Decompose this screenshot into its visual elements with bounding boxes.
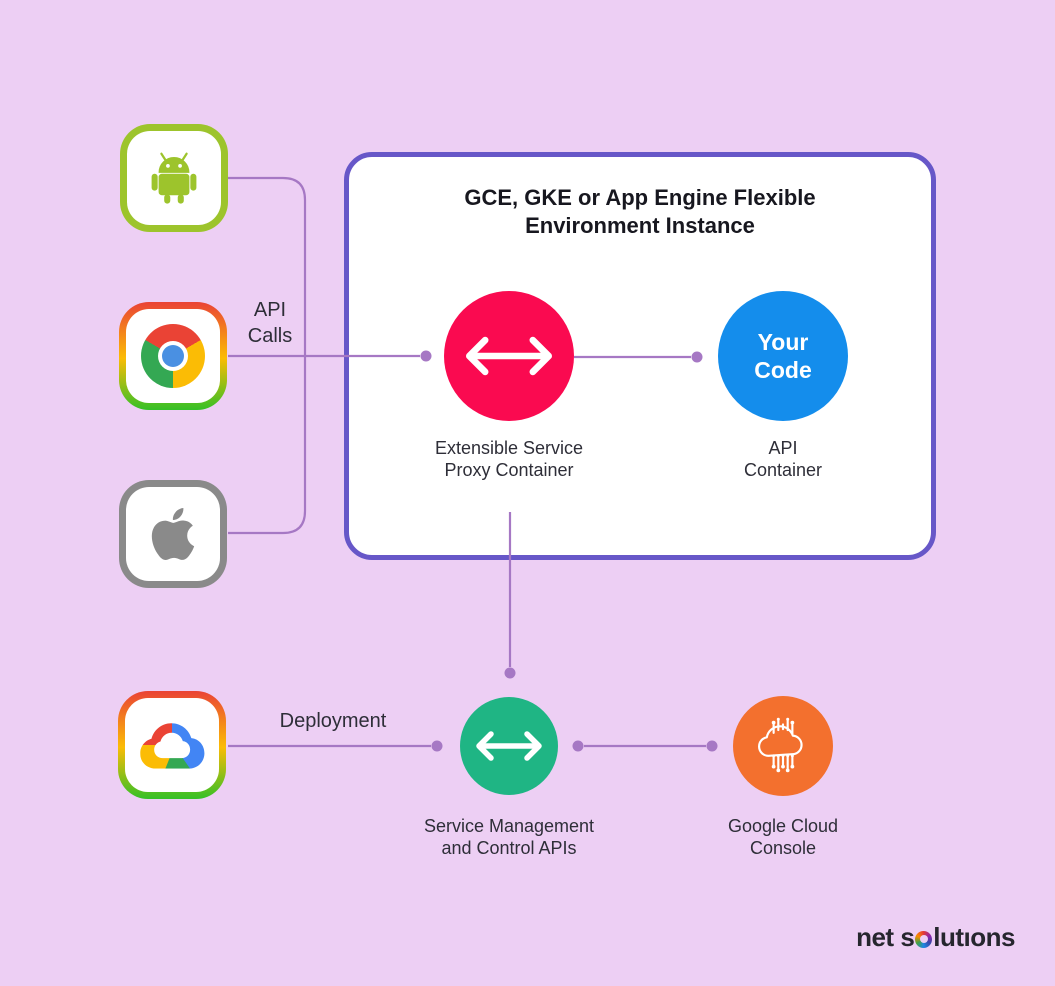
google-cloud-app-tile <box>118 691 226 799</box>
net-solutions-logo: net s lutıons <box>856 922 1015 953</box>
apple-logo-icon <box>151 508 195 560</box>
google-cloud-console-node <box>733 696 833 796</box>
google-cloud-icon <box>140 723 205 769</box>
smc-to-console-end-dot <box>706 740 718 752</box>
apple-tile-inner <box>126 487 220 581</box>
chrome-app-tile <box>119 302 227 410</box>
gcloud-to-smc-endpoint-dot <box>431 740 443 752</box>
smc-to-console-start-dot <box>572 740 584 752</box>
environment-box-title: GCE, GKE or App Engine Flexible Environm… <box>464 185 816 238</box>
api-calls-label: API Calls <box>247 299 293 347</box>
api-container-node: Your Code <box>718 291 848 421</box>
double-arrow-icon <box>476 731 542 761</box>
android-robot-icon <box>151 152 197 204</box>
chrome-icon-center <box>162 345 184 367</box>
android-tile-inner <box>127 131 221 225</box>
logo-text-suffix: lutıons <box>933 922 1015 952</box>
chrome-icon-ring <box>158 341 188 371</box>
api-container-caption: API Container <box>743 438 823 480</box>
android-app-tile <box>120 124 228 232</box>
service-management-node <box>460 697 558 795</box>
logo-text-prefix: net s <box>856 922 915 952</box>
google-cloud-console-caption: Google Cloud Console <box>727 816 839 858</box>
service-management-caption: Service Management and Control APIs <box>423 816 595 858</box>
logo-ring-hole <box>919 935 928 943</box>
apple-app-tile <box>119 480 227 588</box>
extensible-service-proxy-node <box>444 291 574 421</box>
your-code-text: Your Code <box>754 329 812 383</box>
connected-cloud-icon <box>758 717 803 773</box>
esp-to-api-endpoint-dot <box>691 351 703 363</box>
chrome-tile-inner <box>126 309 220 403</box>
esp-to-smc-endpoint-dot <box>504 667 516 679</box>
google-cloud-tile-inner <box>125 698 219 792</box>
extensible-service-proxy-caption: Extensible Service Proxy Container <box>434 438 584 480</box>
logo-ring-o-icon <box>915 930 933 948</box>
chrome-browser-icon <box>141 324 205 388</box>
deployment-label: Deployment <box>279 710 387 732</box>
chrome-to-esp-endpoint-dot <box>420 350 432 362</box>
double-arrow-icon <box>465 336 553 376</box>
